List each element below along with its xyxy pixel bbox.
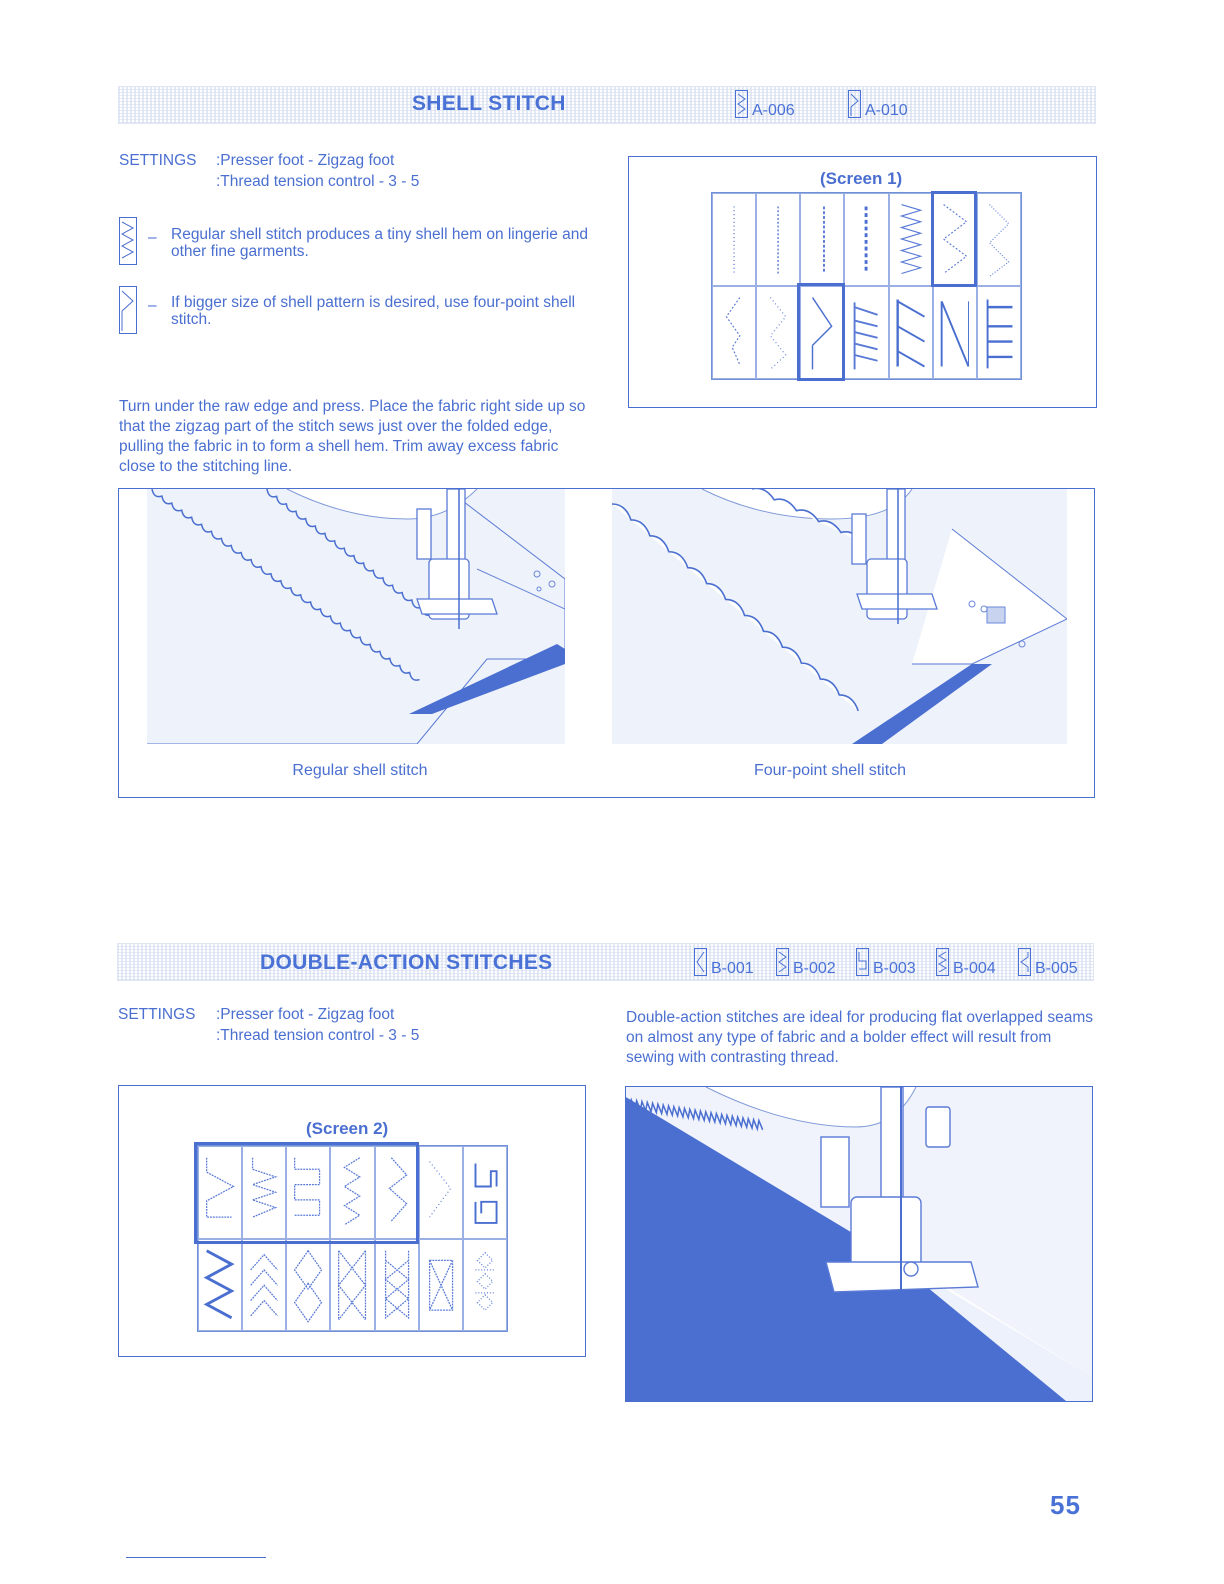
code-b004: B-004: [936, 946, 996, 978]
stitch-cell[interactable]: [932, 193, 977, 286]
stitch-cell[interactable]: [712, 193, 757, 286]
stitch-cell[interactable]: [888, 286, 933, 379]
stitch-cell[interactable]: [286, 1146, 331, 1239]
stitch-cell[interactable]: [976, 193, 1021, 286]
item1-dash: –: [148, 229, 157, 246]
shell-settings-line1: :Presser foot - Zigzag foot: [216, 152, 395, 169]
stitch-cell[interactable]: [418, 1238, 463, 1331]
code-a010-label: A-010: [865, 102, 908, 119]
stitch-cell[interactable]: [976, 286, 1021, 379]
double-settings-line2: :Thread tension control - 3 - 5: [216, 1027, 420, 1044]
shell-settings-line2: :Thread tension control - 3 - 5: [216, 173, 420, 190]
stitch-cell[interactable]: [844, 286, 889, 379]
stitch-cell[interactable]: [198, 1238, 243, 1331]
code-b003-label: B-003: [873, 960, 916, 977]
stitch-cell[interactable]: [800, 193, 845, 286]
stitch-cell[interactable]: [800, 286, 845, 379]
stitch-cell[interactable]: [844, 193, 889, 286]
double-settings-label: SETTINGS: [118, 1006, 196, 1023]
caption-four-point-shell: Four-point shell stitch: [753, 762, 907, 779]
shell-settings-label: SETTINGS: [119, 152, 197, 169]
stitch-cell[interactable]: [932, 286, 977, 379]
stitch-cell[interactable]: [418, 1146, 463, 1239]
stitch-cell[interactable]: [374, 1238, 419, 1331]
code-b005-label: B-005: [1035, 960, 1078, 977]
item1-text: Regular shell stitch produces a tiny she…: [171, 226, 589, 260]
screen2-grid: [197, 1145, 508, 1332]
item2-text: If bigger size of shell pattern is desir…: [171, 294, 576, 328]
stitch-cell[interactable]: [286, 1238, 331, 1331]
stitch-cell[interactable]: [330, 1146, 375, 1239]
double-paragraph: Double-action stitches are ideal for pro…: [626, 1009, 1093, 1066]
double-action-banner: [117, 943, 1094, 981]
screen1-label: (Screen 1): [820, 169, 903, 188]
stitch-cell[interactable]: [462, 1238, 507, 1331]
stitch-cell[interactable]: [242, 1238, 287, 1331]
shell-paragraph: Turn under the raw edge and press. Place…: [119, 398, 586, 475]
code-b001: B-001: [694, 946, 754, 978]
code-a010: A-010: [848, 88, 908, 120]
code-b001-label: B-001: [711, 960, 754, 977]
four-point-shell-illustration: [612, 489, 1067, 744]
stitch-cell[interactable]: [462, 1146, 507, 1239]
stitch-cell[interactable]: [242, 1146, 287, 1239]
shell-stitch-title: SHELL STITCH: [412, 92, 566, 115]
item2-dash: –: [148, 297, 157, 314]
stitch-cell[interactable]: [756, 286, 801, 379]
stitch-b001-icon: [694, 948, 707, 976]
caption-regular-shell: Regular shell stitch: [292, 762, 428, 779]
stitch-b004-icon: [936, 948, 949, 976]
stitch-b005-icon: [1018, 948, 1031, 976]
screen1-frame: [628, 156, 1097, 408]
screen2-label: (Screen 2): [306, 1119, 389, 1138]
code-b004-label: B-004: [953, 960, 996, 977]
double-action-illustration: [625, 1086, 1093, 1402]
code-b002: B-002: [776, 946, 836, 978]
regular-shell-illustration: [147, 489, 565, 744]
double-action-title: DOUBLE-ACTION STITCHES: [260, 951, 553, 974]
stitch-cell[interactable]: [198, 1146, 243, 1239]
code-b005: B-005: [1018, 946, 1078, 978]
stitch-cell[interactable]: [374, 1146, 419, 1239]
code-a006: A-006: [735, 88, 795, 120]
code-b002-label: B-002: [793, 960, 836, 977]
stitch-cell[interactable]: [330, 1238, 375, 1331]
double-settings-line1: :Presser foot - Zigzag foot: [216, 1006, 395, 1023]
stitch-a010-icon: [848, 90, 861, 118]
page-number: 55: [1050, 1490, 1081, 1520]
stitch-cell[interactable]: [888, 193, 933, 286]
stitch-cell[interactable]: [712, 286, 757, 379]
regular-shell-icon: [119, 217, 137, 265]
code-b003: B-003: [856, 946, 916, 978]
stitch-b003-icon: [856, 948, 869, 976]
footer-rule: [126, 1557, 266, 1558]
code-a006-label: A-006: [752, 102, 795, 119]
shell-stitch-banner: [118, 86, 1096, 124]
stitch-b002-icon: [776, 948, 789, 976]
screen1-grid: [711, 192, 1022, 380]
stitch-cell[interactable]: [756, 193, 801, 286]
four-point-shell-icon: [119, 286, 137, 334]
stitch-a006-icon: [735, 90, 748, 118]
